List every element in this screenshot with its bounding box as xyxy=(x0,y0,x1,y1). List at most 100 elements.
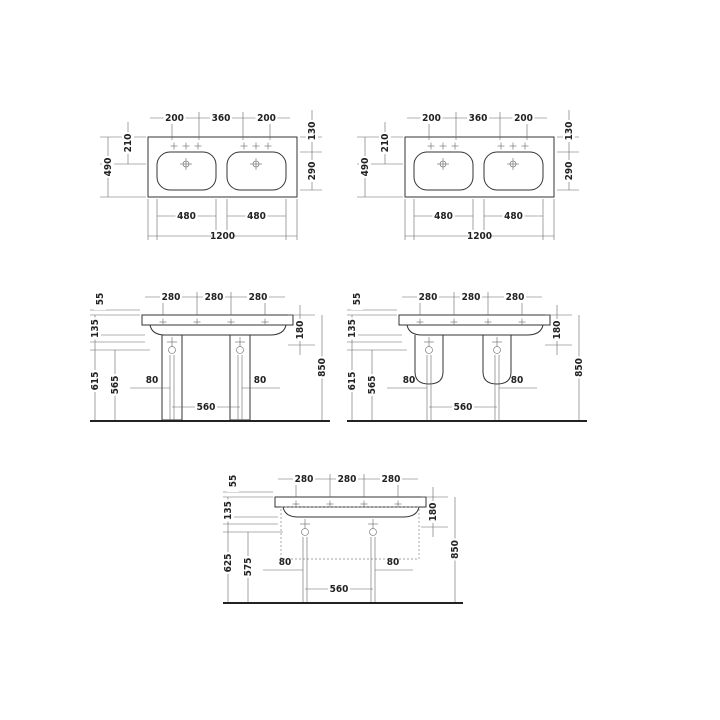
trap-icon xyxy=(236,346,244,354)
bowl-left xyxy=(156,151,217,191)
dimension-label: 560 xyxy=(454,402,473,413)
label-bg xyxy=(160,291,182,303)
trap-icon xyxy=(168,346,176,354)
dimension-label: 55 xyxy=(352,293,363,306)
dimension-label: 1200 xyxy=(467,231,492,242)
label-bg xyxy=(351,288,363,310)
label-bg xyxy=(102,156,114,178)
dimension-label: 625 xyxy=(223,554,234,573)
label-bg xyxy=(449,538,461,561)
dimension-label: 80 xyxy=(403,375,416,386)
dimension-label: 200 xyxy=(514,113,533,124)
dimension-label: 200 xyxy=(165,113,184,124)
label-bg xyxy=(336,473,358,485)
dimension-label: 180 xyxy=(295,321,306,340)
label-bg xyxy=(227,470,239,492)
dimension-label: 130 xyxy=(564,122,575,141)
label-bg xyxy=(94,288,106,310)
label-bg xyxy=(306,120,318,142)
dimension-label: 280 xyxy=(295,474,314,485)
label-bg xyxy=(210,112,232,124)
label-bg xyxy=(359,156,371,178)
label-bg xyxy=(203,291,225,303)
label-bg xyxy=(380,473,402,485)
label-bg xyxy=(163,112,186,124)
dimension-label: 490 xyxy=(360,158,371,177)
label-bg xyxy=(460,291,482,303)
dimension-label: 80 xyxy=(387,557,400,568)
dimension-label: 280 xyxy=(249,292,268,303)
label-bg xyxy=(242,556,254,578)
dimension-label: 565 xyxy=(110,376,121,395)
countertop-edge xyxy=(274,496,427,508)
dimension-label: 480 xyxy=(434,211,453,222)
label-bg xyxy=(89,370,101,392)
label-bg xyxy=(420,112,443,124)
trap-icon xyxy=(425,346,433,354)
dimension-label: 360 xyxy=(212,113,231,124)
label-bg xyxy=(306,160,318,182)
dimension-label: 480 xyxy=(504,211,523,222)
label-bg xyxy=(89,317,101,340)
label-bg xyxy=(195,401,217,413)
countertop-edge xyxy=(398,314,551,326)
dimension-label: 575 xyxy=(243,558,254,577)
dimension-label: 490 xyxy=(103,158,114,177)
dimension-label: 130 xyxy=(307,122,318,141)
dimension-label: 565 xyxy=(367,376,378,395)
countertop-edge xyxy=(141,314,294,326)
bowl-right xyxy=(483,151,544,191)
dimension-label: 850 xyxy=(450,540,461,559)
label-bg xyxy=(452,401,474,413)
label-bg xyxy=(222,552,234,574)
dimension-label: 360 xyxy=(469,113,488,124)
label-bg xyxy=(467,112,489,124)
label-bg xyxy=(245,210,268,222)
label-bg xyxy=(293,473,315,485)
dimension-label: 135 xyxy=(347,319,358,338)
label-bg xyxy=(427,501,439,523)
label-bg xyxy=(504,291,526,303)
label-bg xyxy=(328,583,350,595)
trap-icon xyxy=(301,528,309,536)
semi-pedestal xyxy=(414,335,444,385)
dimension-label: 280 xyxy=(162,292,181,303)
dimension-label: 480 xyxy=(247,211,266,222)
label-bg xyxy=(211,230,234,242)
dimension-label: 200 xyxy=(422,113,441,124)
label-bg xyxy=(346,317,358,340)
dimension-label: 135 xyxy=(90,319,101,338)
dimension-label: 290 xyxy=(307,162,318,181)
bowl-profile xyxy=(406,324,544,336)
dimension-label: 615 xyxy=(90,372,101,391)
label-bg xyxy=(366,374,378,396)
label-bg xyxy=(255,112,278,124)
label-bg xyxy=(122,132,134,154)
label-bg xyxy=(563,120,575,142)
label-bg xyxy=(512,112,535,124)
bowl-right xyxy=(226,151,287,191)
dimension-label: 180 xyxy=(552,321,563,340)
dimension-label: 80 xyxy=(511,375,524,386)
bowl-left xyxy=(413,151,474,191)
label-bg xyxy=(379,132,391,154)
dimension-label: 480 xyxy=(177,211,196,222)
basin-outline xyxy=(404,136,555,198)
label-bg xyxy=(316,356,328,379)
dimension-label: 80 xyxy=(254,375,267,386)
trap-icon xyxy=(369,528,377,536)
dimension-label: 280 xyxy=(382,474,401,485)
dimension-label: 290 xyxy=(564,162,575,181)
label-bg xyxy=(346,370,358,392)
label-bg xyxy=(247,291,269,303)
dimension-label: 850 xyxy=(574,358,585,377)
label-bg xyxy=(551,319,563,341)
label-bg xyxy=(109,374,121,396)
label-bg xyxy=(294,319,306,341)
